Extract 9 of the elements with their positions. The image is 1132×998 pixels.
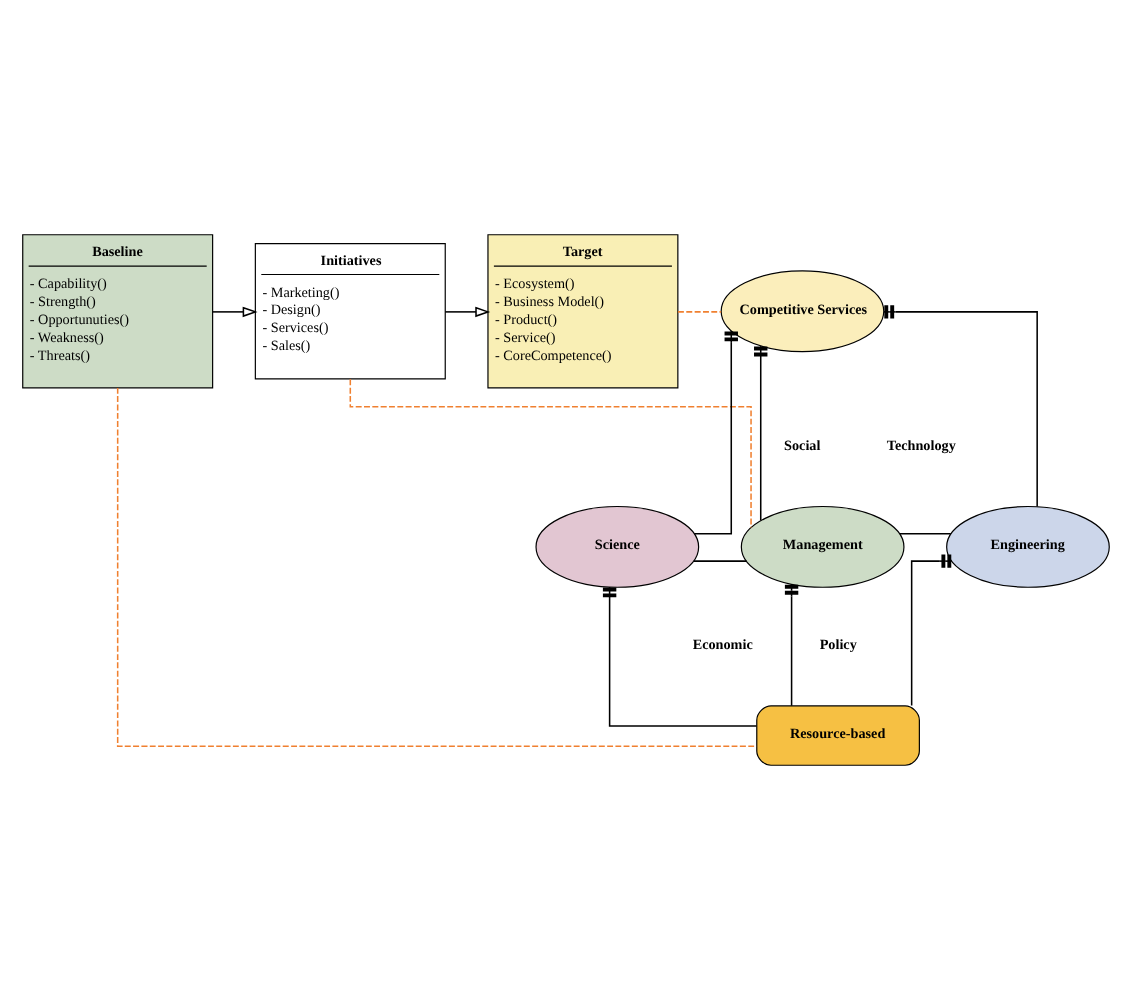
arrow bbox=[444, 305, 491, 317]
connector bbox=[116, 386, 758, 747]
connector bbox=[898, 532, 952, 534]
connector bbox=[883, 304, 1038, 507]
connector bbox=[677, 310, 722, 312]
arrow bbox=[211, 305, 258, 317]
connector bbox=[693, 559, 748, 561]
connector bbox=[349, 377, 752, 528]
connector bbox=[910, 553, 953, 706]
